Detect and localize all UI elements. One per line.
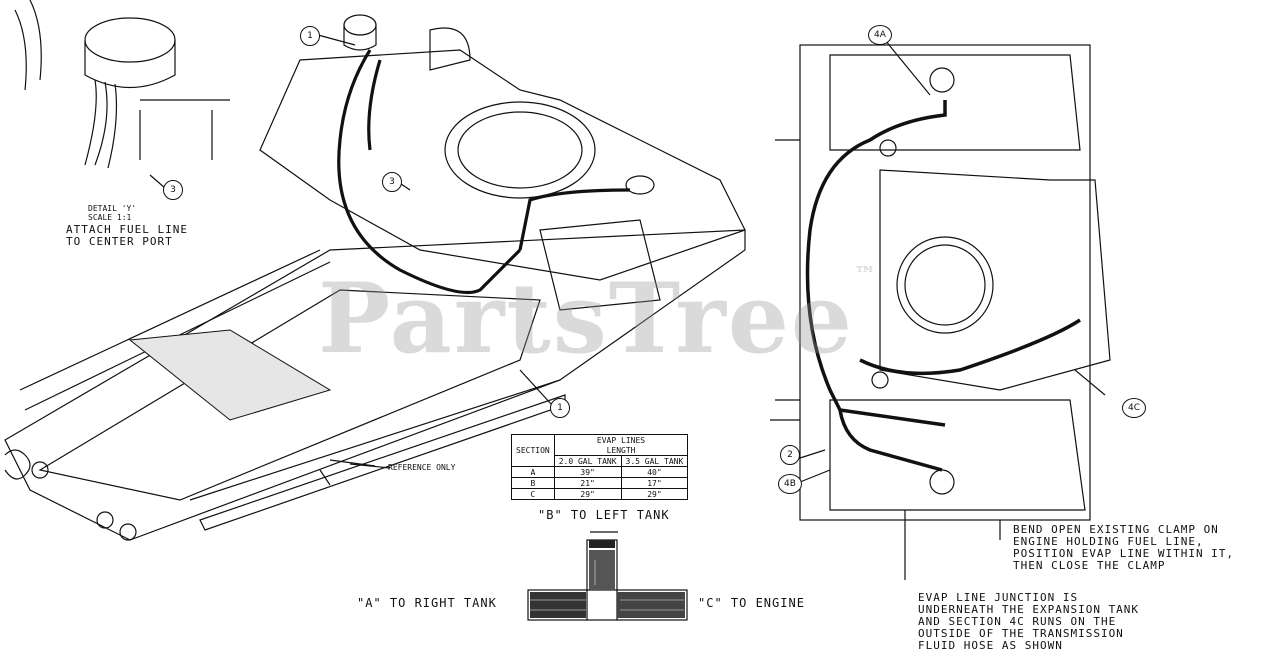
engine-label: "C" TO ENGINE <box>698 596 805 610</box>
evap-note-line-1: EVAP LINE JUNCTION IS <box>918 591 1079 604</box>
evap-note-line-2: UNDERNEATH THE EXPANSION TANK <box>918 603 1140 616</box>
length-header: LENGTH <box>553 445 689 456</box>
engine-drawing <box>259 14 746 311</box>
callout-3-detail: 3 <box>163 180 183 200</box>
chassis-drawing <box>4 229 746 541</box>
detail-tank-drawing <box>14 0 230 189</box>
fuel-line-drawing <box>337 49 631 295</box>
col-35gal-header: 3.5 GAL TANK <box>620 455 689 467</box>
callout-4a: 4A <box>868 25 892 45</box>
section-header: SECTION <box>511 434 555 467</box>
col-2gal-header: 2.0 GAL TANK <box>553 455 622 467</box>
grille-drawing <box>128 329 332 421</box>
clamp-note-line-4: THEN CLOSE THE CLAMP <box>1013 559 1166 572</box>
callout-4b: 4B <box>778 474 802 494</box>
callout-3-engine: 3 <box>382 172 402 192</box>
detail-note-line-2: TO CENTER PORT <box>66 235 173 248</box>
callout-1-bottom: 1 <box>550 398 570 418</box>
clamp-note-line-3: POSITION EVAP LINE WITHIN IT, <box>1013 547 1235 560</box>
clamp-note-line-1: BEND OPEN EXISTING CLAMP ON <box>1013 523 1219 536</box>
table-row: A 39" 40" <box>511 466 689 478</box>
top-view-drawing <box>770 39 1111 580</box>
detail-caption: DETAIL 'Y' <box>88 204 137 213</box>
detail-scale: SCALE 1:1 <box>88 213 132 222</box>
junction-hose-drawing <box>530 540 685 618</box>
right-tank-label: "A" TO RIGHT TANK <box>357 596 497 610</box>
reference-only-label: REFERENCE ONLY <box>388 463 456 472</box>
callout-1-top: 1 <box>300 26 320 46</box>
table-row: C 29" 29" <box>511 488 689 500</box>
callout-4c: 4C <box>1122 398 1146 418</box>
evap-line-top-drawing <box>805 100 1081 472</box>
evap-note-line-4: OUTSIDE OF THE TRANSMISSION <box>918 627 1124 640</box>
evap-note-line-5: FLUID HOSE AS SHOWN <box>918 639 1063 652</box>
evap-note-line-3: AND SECTION 4C RUNS ON THE <box>918 615 1117 628</box>
left-tank-label: "B" TO LEFT TANK <box>538 508 670 522</box>
callout-2: 2 <box>780 445 800 465</box>
evap-lines-table: SECTION EVAP LINES LENGTH 2.0 GAL TANK 3… <box>511 434 689 500</box>
detail-note-line-1: ATTACH FUEL LINE <box>66 223 188 236</box>
clamp-note-line-2: ENGINE HOLDING FUEL LINE, <box>1013 535 1204 548</box>
table-title: EVAP LINES <box>553 434 689 445</box>
table-row: B 21" 17" <box>511 477 689 489</box>
